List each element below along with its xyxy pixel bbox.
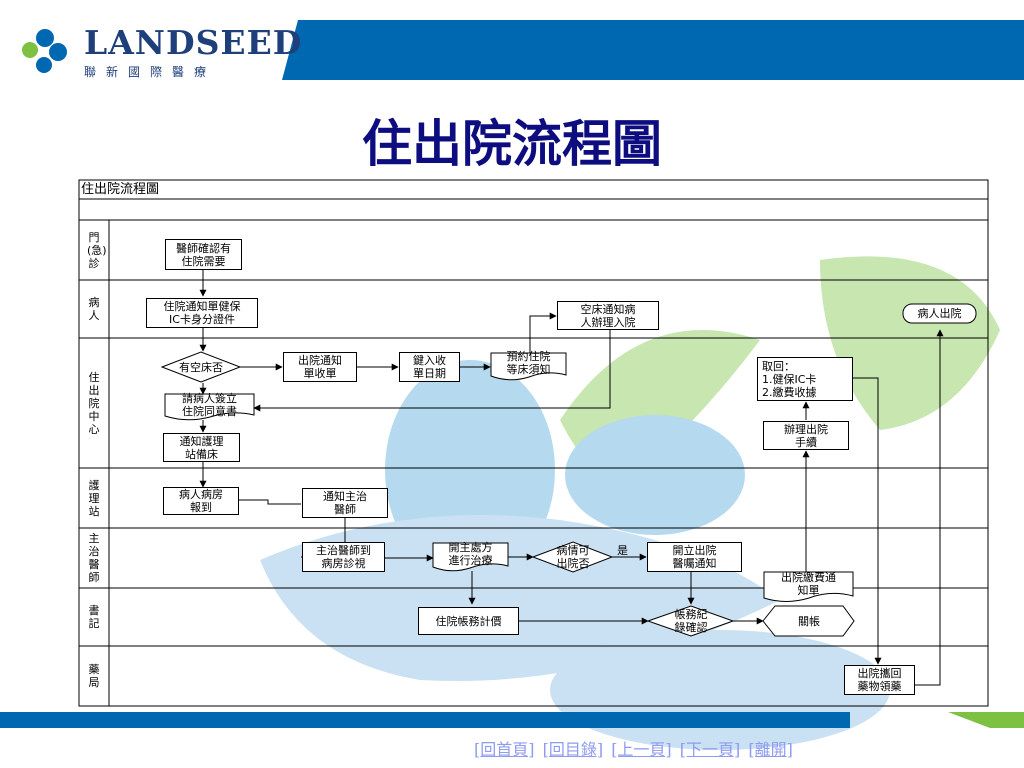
doc-billing-notice-shape	[763, 571, 854, 602]
node-can-discharge: 病情可 出院否	[556, 544, 590, 570]
footer-accent	[948, 712, 1024, 728]
nav-prev-link[interactable]: [上一頁]	[611, 740, 672, 759]
terminal-discharge-shape	[902, 303, 977, 324]
slide-title: 住出院流程圖	[362, 114, 662, 173]
node-empty-bed-notice: 空床通知病 人辦理入院	[557, 301, 659, 330]
logo-text: LANDSEED	[84, 23, 303, 62]
node-key-in-date: 鍵入收 單日期	[399, 352, 460, 382]
node-retrieve: 取回： 1.健保IC卡 2.繳費收據	[757, 357, 853, 401]
node-confirm-record: 帳務紀 錄確認	[674, 608, 708, 634]
lane-label-attending-doctor: 主治醫師	[88, 532, 100, 584]
diagram-title: 住出院流程圖	[81, 182, 160, 197]
node-reserve-bed: 預約住院 等床須知	[506, 350, 551, 376]
node-notify-doctor: 通知主治 醫師	[302, 488, 388, 518]
nav-exit-link[interactable]: [離開]	[748, 740, 793, 759]
nav-home-link[interactable]: [回首頁]	[474, 740, 535, 759]
header-band	[282, 20, 1024, 80]
nav-next-link[interactable]: [下一頁]	[679, 740, 741, 759]
decision-can-discharge-shape	[531, 541, 614, 573]
doc-reserve-shape	[490, 352, 567, 381]
node-patient-report: 病人病房 報到	[163, 487, 239, 515]
lane-label-patient: 病人	[88, 296, 100, 322]
node-close-account: 關帳	[798, 614, 820, 628]
lane-label-nursing-station: 護理站	[88, 478, 100, 518]
footer-nav: [回首頁] [回目錄] [上一頁] [下一頁] [離開]	[474, 736, 796, 760]
lane-label-clerk: 書記	[88, 604, 100, 630]
doc-prescribe-shape	[432, 542, 509, 572]
label-yes: 是	[617, 544, 628, 557]
logo-icon	[22, 29, 67, 73]
doc-consent-shape	[164, 393, 255, 421]
node-issue-notice: 出院通知 單收單	[283, 352, 357, 382]
node-notify-station: 通知護理 站備床	[163, 433, 240, 462]
nav-contents-link[interactable]: [回目錄]	[542, 740, 604, 759]
node-discharge-order: 開立出院 醫囑通知	[647, 542, 742, 572]
node-admission-notice: 住院通知單健保 IC卡身分證件	[146, 298, 258, 328]
node-patient-discharge: 病人出院	[917, 307, 962, 320]
decision-confirm-record-shape	[646, 605, 735, 637]
lane-label-emergency: 門(急)診	[87, 230, 107, 270]
node-billing-notice: 出院繳費通 知單	[781, 571, 836, 597]
footer-band	[0, 712, 850, 728]
node-sign-consent: 請病人簽立 住院同意書	[182, 392, 237, 418]
lane-label-pharmacy: 藥局	[88, 663, 100, 689]
lane-label-admission-center: 住出院中心	[88, 370, 100, 436]
node-prescribe: 開主處方 進行治療	[448, 541, 493, 567]
logo-subtitle: 聯新國際醫療	[84, 65, 217, 79]
decision-bed-available-shape	[160, 351, 242, 383]
node-billing: 住院帳務計價	[418, 607, 519, 635]
node-discharge-process: 辦理出院 手續	[763, 421, 849, 450]
node-doctor-visit: 主治醫師到 病房診視	[302, 542, 385, 572]
node-doctor-confirm: 醫師確認有 住院需要	[165, 239, 242, 270]
node-bed-available: 有空床否	[179, 360, 223, 374]
close-account-shape	[762, 605, 855, 637]
node-pharmacy: 出院攜回 藥物領藥	[844, 665, 915, 695]
